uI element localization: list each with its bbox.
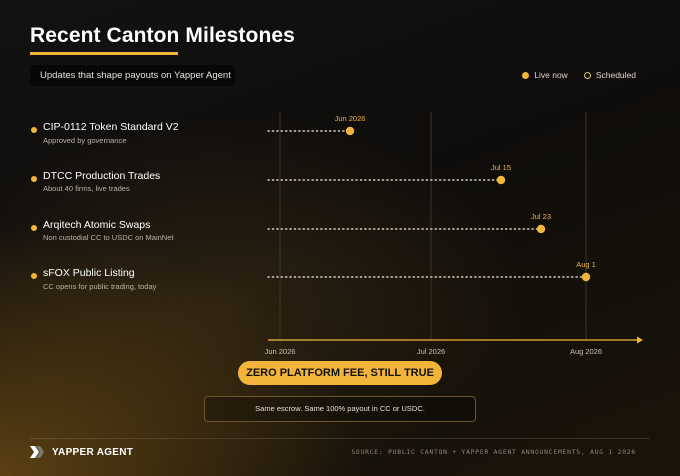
- legend-item-scheduled: Scheduled: [583, 70, 636, 80]
- title-underline: [30, 52, 178, 55]
- milestone-description: About 40 firms, live trades: [43, 184, 130, 193]
- milestone-title: CIP-0112 Token Standard V2: [43, 121, 179, 133]
- axis-tick-label: Jun 2026: [265, 347, 296, 356]
- milestone-marker: [536, 224, 546, 234]
- milestone-marker: [345, 126, 355, 136]
- yapper-logo-icon: [30, 446, 44, 458]
- milestone-date-label: Jul 23: [531, 212, 551, 221]
- legend: Live now Scheduled: [522, 70, 636, 80]
- milestone-title: Arqitech Atomic Swaps: [43, 219, 151, 231]
- axis-tick-label: Aug 2026: [570, 347, 602, 356]
- brand-name: YAPPER AGENT: [52, 446, 134, 458]
- legend-item-live: Live now: [522, 70, 568, 80]
- subtitle-badge: Updates that shape payouts on Yapper Age…: [30, 65, 235, 86]
- milestone-description: CC opens for public trading, today: [43, 282, 157, 291]
- brand: YAPPER AGENT: [30, 446, 133, 458]
- milestone-date-label: Aug 1: [576, 260, 596, 269]
- milestone-bullet-icon: [31, 127, 37, 133]
- milestone-bullet-icon: [31, 273, 37, 279]
- source-note: SOURCE: PUBLIC CANTON + YAPPER AGENT ANN…: [351, 449, 636, 456]
- payout-note: Same escrow. Same 100% payout in CC or U…: [204, 396, 476, 422]
- live-dot-icon: [522, 71, 530, 79]
- milestone-bullet-icon: [31, 225, 37, 231]
- milestone-title: DTCC Production Trades: [43, 170, 161, 182]
- milestone-date-label: Jun 2026: [335, 114, 366, 123]
- zero-fee-badge: ZERO PLATFORM FEE, STILL TRUE: [238, 361, 442, 385]
- milestone-title: sFOX Public Listing: [43, 267, 135, 279]
- milestone-description: Non custodial CC to USDC on MainNet: [43, 233, 174, 242]
- milestone-date-label: Jul 15: [491, 163, 511, 172]
- scheduled-ring-icon: [583, 71, 591, 79]
- milestone-marker: [496, 175, 506, 185]
- milestone-bullet-icon: [31, 176, 37, 182]
- milestone-marker: [581, 272, 591, 282]
- legend-live-label: Live now: [534, 70, 568, 80]
- page-title: Recent Canton Milestones: [30, 24, 295, 47]
- axis-arrow-icon: [637, 336, 643, 344]
- footer-divider: [30, 438, 650, 439]
- milestone-description: Approved by governance: [43, 136, 127, 145]
- legend-scheduled-label: Scheduled: [595, 70, 636, 80]
- axis-tick-label: Jul 2026: [417, 347, 445, 356]
